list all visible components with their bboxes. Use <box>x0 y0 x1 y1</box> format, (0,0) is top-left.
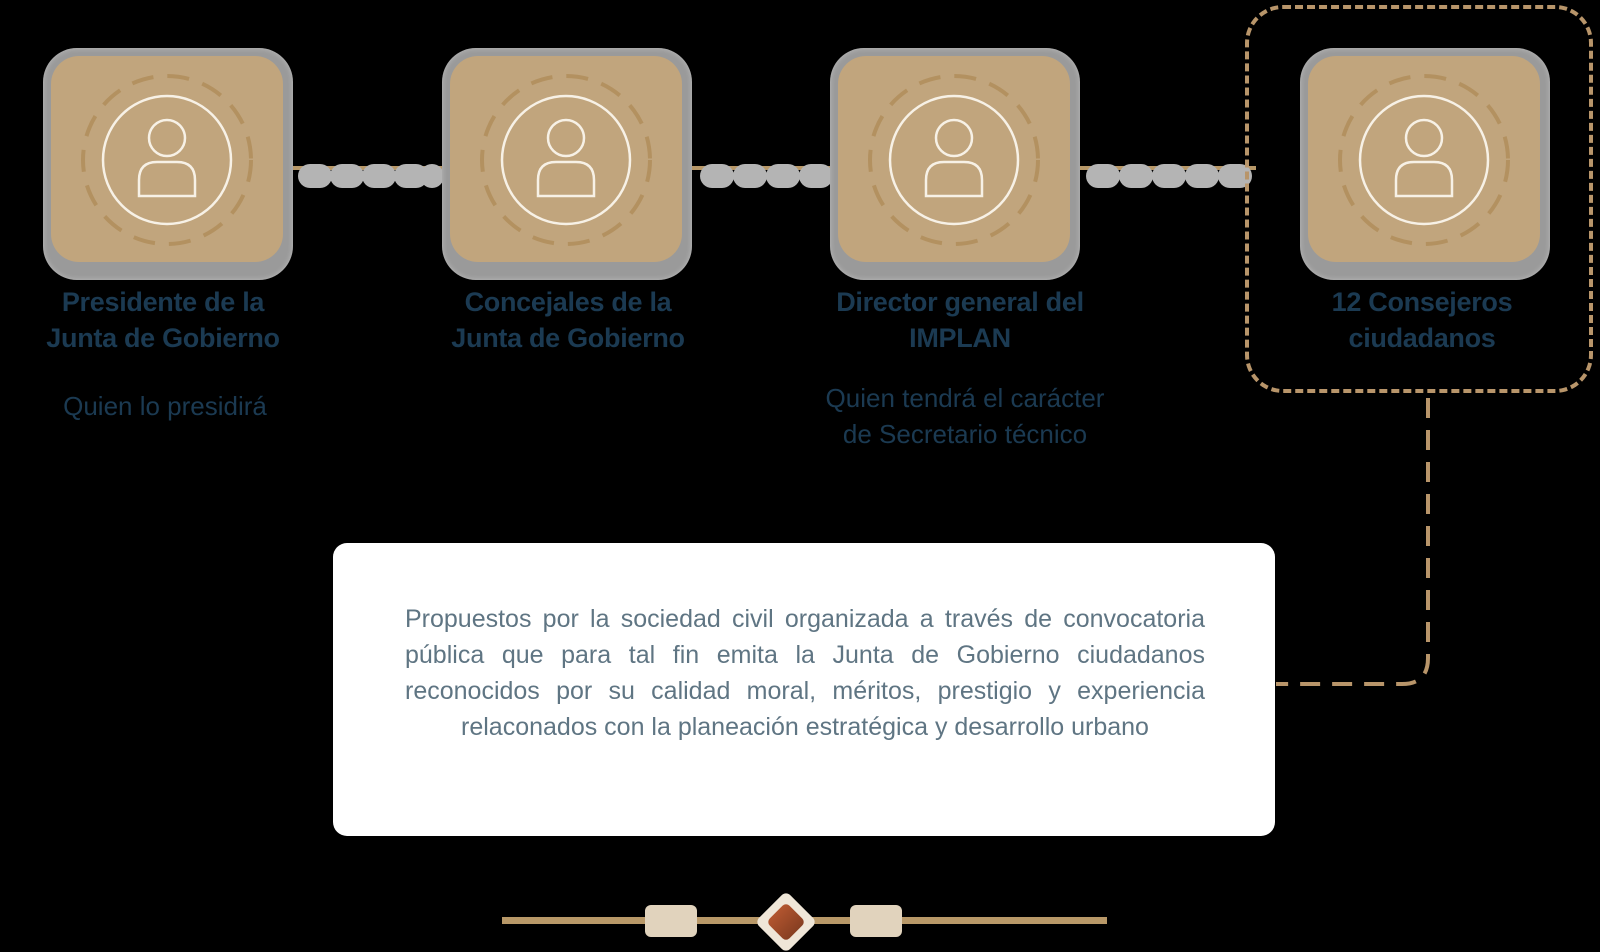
node-director <box>830 48 1080 280</box>
node-title-line: Presidente de la <box>61 287 265 317</box>
node-concejales <box>442 48 692 280</box>
node-subtitle-line: Quien lo presidirá <box>63 391 267 421</box>
node-title-line: 12 Consejeros <box>1331 287 1513 317</box>
node-title: Director general del IMPLAN <box>800 284 1120 356</box>
chain-connector-3-4 <box>1078 164 1256 188</box>
node-title-line: Director general del <box>836 287 1084 317</box>
consejeros-dashed-group <box>1245 5 1593 393</box>
node-title-line: ciudadanos <box>1348 323 1496 353</box>
info-card-text: Propuestos por la sociedad civil organiz… <box>405 605 1205 741</box>
chain-link <box>1086 164 1120 188</box>
node-title: Concejales de la Junta de Gobierno <box>408 284 728 356</box>
person-icon <box>868 74 1040 246</box>
node-subtitle-line: Quien tendrá el carácter <box>825 383 1105 413</box>
chain-link <box>1185 164 1219 188</box>
node-face <box>838 56 1070 262</box>
info-card: Propuestos por la sociedad civil organiz… <box>333 543 1275 836</box>
chain-rod <box>690 166 840 170</box>
node-presidente <box>43 48 293 280</box>
node-consejeros <box>1300 48 1550 280</box>
dashed-connector <box>1276 398 1430 686</box>
chain-link <box>700 164 734 188</box>
person-icon <box>81 74 253 246</box>
chain-link <box>766 164 800 188</box>
node-title-line: Junta de Gobierno <box>46 323 280 353</box>
node-title: 12 Consejeros ciudadanos <box>1262 284 1582 356</box>
chain-link <box>330 164 364 188</box>
node-title-line: Concejales de la <box>464 287 672 317</box>
chain-link <box>420 164 444 188</box>
divider-ornament <box>502 893 1107 951</box>
node-subtitle: Quien tendrá el carácter de Secretario t… <box>785 380 1145 452</box>
chain-link <box>799 164 833 188</box>
chain-link <box>298 164 332 188</box>
node-title-line: IMPLAN <box>909 323 1011 353</box>
chain-link <box>362 164 396 188</box>
chain-link <box>1119 164 1153 188</box>
node-face <box>450 56 682 262</box>
chain-connector-2-3 <box>690 164 840 188</box>
person-icon <box>1338 74 1510 246</box>
chain-connector-1-2 <box>290 164 450 188</box>
node-subtitle-line: de Secretario técnico <box>842 419 1088 449</box>
node-face <box>51 56 283 262</box>
chain-link <box>733 164 767 188</box>
node-title-line: Junta de Gobierno <box>451 323 685 353</box>
chain-link <box>1152 164 1186 188</box>
node-face <box>1308 56 1540 262</box>
node-subtitle: Quien lo presidirá <box>0 388 345 424</box>
person-icon <box>480 74 652 246</box>
node-title: Presidente de la Junta de Gobierno <box>3 284 323 356</box>
